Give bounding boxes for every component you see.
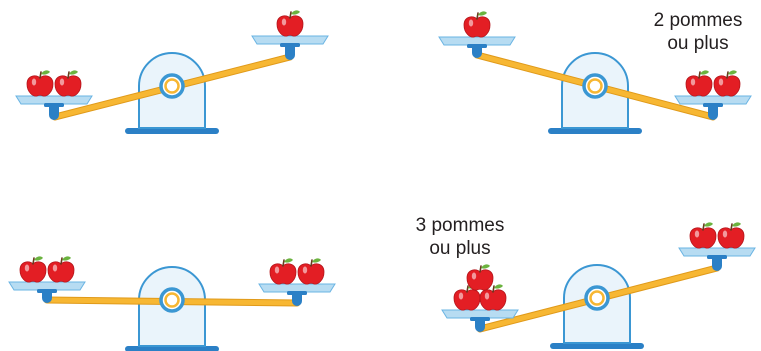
pan-tray xyxy=(251,35,329,45)
apple-icon xyxy=(47,256,75,283)
left-pan xyxy=(8,256,86,303)
label-two-or-more-apples: 2 pommes ou plus xyxy=(642,9,754,55)
pan-tray xyxy=(678,247,756,257)
apple-icon xyxy=(54,70,82,97)
label-bottom-right-line2: ou plus xyxy=(429,238,491,259)
apple-icon xyxy=(685,70,713,97)
left-pan xyxy=(438,11,516,58)
pan-tray xyxy=(15,95,93,105)
pan-tray xyxy=(8,281,86,291)
label-bottom-right-line1: 3 pommes xyxy=(415,215,505,236)
apple-icon xyxy=(26,70,54,97)
apple-icon xyxy=(463,11,491,38)
left-pan xyxy=(15,70,93,120)
label-top-right-line1: 2 pommes xyxy=(653,10,743,31)
apple-icon xyxy=(466,264,494,291)
apple-icon xyxy=(19,256,47,283)
apple-icon xyxy=(713,70,741,97)
apple-icon xyxy=(276,10,304,37)
label-three-or-more-apples: 3 pommes ou plus xyxy=(404,214,516,260)
apple-icon xyxy=(297,258,325,285)
left-pan xyxy=(441,264,519,332)
scale-base xyxy=(550,343,644,349)
apple-icon xyxy=(479,284,507,311)
scale-base xyxy=(125,346,219,351)
right-pan xyxy=(678,222,756,271)
apple-icon xyxy=(689,222,717,249)
pan-tray xyxy=(674,95,752,105)
scale-base xyxy=(125,128,219,134)
scale-base xyxy=(548,128,642,134)
right-pan xyxy=(674,70,752,120)
right-pan xyxy=(258,258,336,306)
apple-icon xyxy=(717,222,745,249)
scale-top-right xyxy=(438,11,752,134)
apple-icon xyxy=(269,258,297,285)
scale-top-left xyxy=(15,10,329,134)
pan-tray xyxy=(438,36,516,46)
pan-tray xyxy=(258,283,336,293)
scale-bottom-right xyxy=(441,222,756,349)
right-pan xyxy=(251,10,329,60)
pan-tray xyxy=(441,309,519,319)
label-top-right-line2: ou plus xyxy=(667,33,729,54)
scale-bottom-left xyxy=(8,256,336,351)
